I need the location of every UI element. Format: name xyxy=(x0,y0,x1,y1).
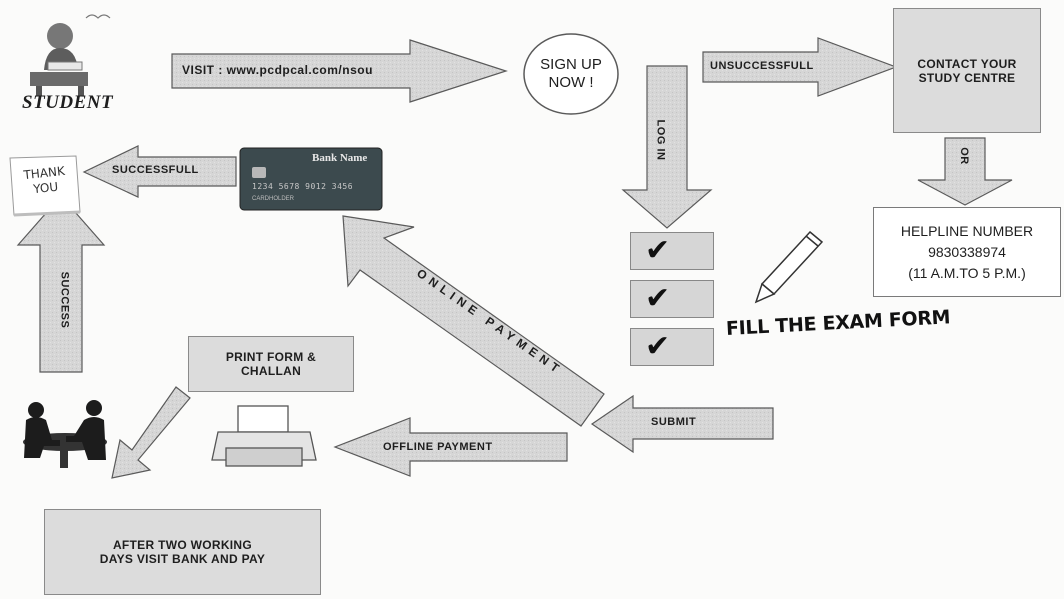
log-in-label: LOG IN xyxy=(654,119,667,161)
successful-arrow xyxy=(82,145,237,198)
helpline-hours: (11 A.M.TO 5 P.M.) xyxy=(908,264,1026,281)
card-bank-name: Bank Name xyxy=(312,152,368,164)
check-mark-icon: ✔ xyxy=(645,234,671,267)
print-form-challan-box: PRINT FORM & CHALLAN xyxy=(188,336,354,392)
or-arrow xyxy=(917,137,1013,206)
check-mark-icon: ✔ xyxy=(645,330,671,363)
visit-arrow xyxy=(171,39,508,103)
bank-pay-box: AFTER TWO WORKING DAYS VISIT BANK AND PA… xyxy=(44,509,321,595)
check-box-3: ✔ xyxy=(630,328,714,366)
offline-payment-label: OFFLINE PAYMENT xyxy=(383,441,493,453)
helpline-number: 9830338974 xyxy=(928,243,1006,260)
thank-you-text: THANK YOU xyxy=(22,163,66,197)
sign-up-text: SIGN UP NOW ! xyxy=(540,56,602,91)
unsuccessful-arrow xyxy=(702,37,898,97)
pencil-icon xyxy=(754,230,824,304)
printer-icon xyxy=(211,405,317,467)
unsuccessful-label: UNSUCCESSFULL xyxy=(710,60,814,72)
student-icon xyxy=(30,14,111,96)
submit-arrow xyxy=(590,394,774,454)
card-holder: CARDHOLDER xyxy=(252,196,295,202)
contact-study-centre-box: CONTACT YOUR STUDY CENTRE xyxy=(893,8,1041,133)
meeting-icon xyxy=(23,400,107,468)
credit-card-icon xyxy=(239,147,383,211)
check-mark-icon: ✔ xyxy=(645,282,671,315)
sign-up-circle xyxy=(523,33,619,115)
visit-label: VISIT : www.pcdpcal.com/nsou xyxy=(182,63,373,77)
thank-you-note xyxy=(9,155,81,217)
or-label: OR xyxy=(957,147,970,165)
card-number: 1234 5678 9012 3456 xyxy=(252,182,354,191)
successful-label: SUCCESSFULL xyxy=(112,164,199,176)
success-arrow xyxy=(16,195,106,373)
to-bank-arrow xyxy=(111,386,191,479)
check-box-1: ✔ xyxy=(630,232,714,270)
submit-label: SUBMIT xyxy=(651,416,697,428)
student-label: STUDENT xyxy=(22,92,114,113)
offline-payment-arrow xyxy=(333,417,568,477)
online-payment-arrow xyxy=(342,215,605,427)
helpline-title: HELPLINE NUMBER xyxy=(900,222,1034,239)
check-box-2: ✔ xyxy=(630,280,714,318)
helpline-box: HELPLINE NUMBER 9830338974 (11 A.M.TO 5 … xyxy=(873,207,1061,297)
success-label: SUCCESS xyxy=(58,271,71,329)
log-in-arrow xyxy=(621,65,713,229)
